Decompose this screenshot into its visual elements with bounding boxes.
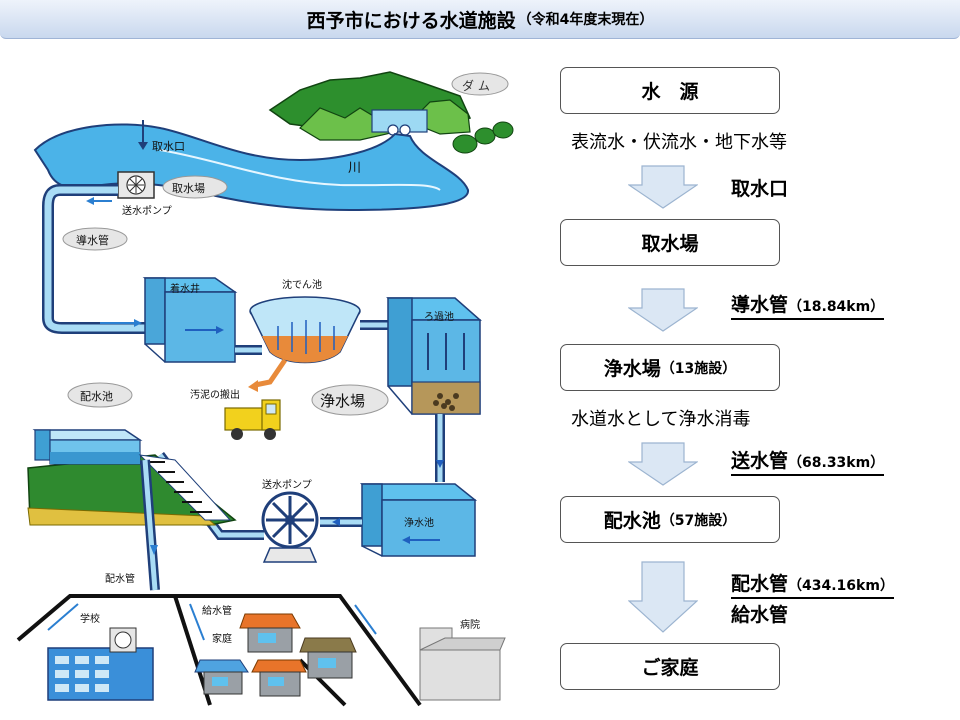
distribution-flow-label: 配水管（434.16km） [731, 573, 894, 599]
sludge-transport: 汚泥の搬出 [190, 358, 288, 440]
flow-reservoir-box: 配水池（57施設） [560, 496, 780, 543]
clear-water-basin: 浄水池 [359, 483, 478, 557]
school-label: 学校 [80, 612, 100, 625]
flow-arrow-2 [628, 288, 698, 332]
flow-plant-count: （13施設） [660, 360, 737, 377]
sedimentation-label: 沈でん池 [282, 278, 322, 291]
flow-reservoir: 配水池 [603, 510, 661, 532]
pump-1-label: 送水ポンプ [122, 204, 172, 217]
receiving-well-label: 着水井 [170, 282, 200, 295]
transmission-flow-label: 送水管（68.33km） [731, 450, 885, 476]
transmission-name: 送水管 [731, 450, 789, 472]
filter-basin: ろ過池 [386, 297, 482, 415]
flow-intake-station-box: 取水場 [560, 219, 780, 266]
conduit-label: 導水管 [76, 233, 109, 247]
flow-arrow-1 [628, 165, 698, 209]
plant-note: 水道水として浄水消毒 [571, 409, 751, 430]
receiving-well: 着水井 [142, 277, 238, 363]
service-name: 給水管 [731, 604, 789, 626]
homes: 給水管 家庭 [194, 604, 357, 697]
flow-arrow-4 [628, 561, 698, 633]
distribution-reservoir: 配水池 [27, 382, 237, 526]
sludge-label: 汚泥の搬出 [190, 388, 240, 401]
conduit-flow-label: 導水管（18.84km） [731, 294, 885, 320]
intake-port-flow-label: 取水口 [731, 178, 789, 200]
river-label: 川 [348, 161, 361, 176]
flow-source-box: 水 源 [560, 67, 780, 114]
flow-reservoir-count: （57施設） [660, 512, 737, 529]
intake-station-label: 取水場 [172, 182, 205, 195]
dam-illustration: ダ ム [268, 71, 514, 154]
filter-basin-label: ろ過池 [424, 310, 454, 323]
distribution-length: （434.16km） [788, 578, 894, 594]
hospital-label: 病院 [460, 618, 480, 631]
sedimentation-basin: 沈でん池 [249, 278, 361, 364]
service-flow-label: 給水管 [731, 600, 788, 627]
treatment-plant-label: 浄水場 [320, 392, 365, 410]
title-bar: 西予市における水道施設 （令和4年度末現在） [0, 0, 960, 39]
treatment-plant-bubble [311, 384, 389, 416]
intake-port-label: 取水口 [152, 140, 185, 153]
source-note: 表流水・伏流水・地下水等 [571, 132, 787, 153]
pump-2: 送水ポンプ [261, 478, 319, 563]
clear-water-label: 浄水池 [404, 516, 434, 529]
home-label: 家庭 [212, 632, 232, 645]
page-subtitle: （令和4年度末現在） [517, 12, 654, 28]
service-pipe-label: 給水管 [202, 604, 232, 617]
distribution-name: 配水管 [731, 573, 789, 595]
dam-label: ダ ム [462, 78, 490, 93]
conduit-length: （18.84km） [788, 299, 885, 315]
distribution-pipe-label: 配水管 [105, 572, 135, 585]
reservoir-label: 配水池 [80, 390, 113, 403]
page-title: 西予市における水道施設 [306, 9, 516, 32]
pump-2-label: 送水ポンプ [262, 478, 312, 491]
flow-home: ご家庭 [641, 657, 699, 679]
flow-plant: 浄水場 [603, 358, 661, 380]
flow-arrow-3 [628, 442, 698, 486]
transmission-length: （68.33km） [788, 455, 885, 471]
water-system-illustration: ダ ム 川 取水口 取水場 送水ポンプ 導水管 着水井 [16, 71, 514, 707]
flow-source: 水 源 [641, 81, 699, 103]
flow-intake-station: 取水場 [641, 233, 699, 255]
intake-port-text: 取水口 [731, 174, 788, 201]
conduit-pipe: 導水管 [42, 184, 150, 334]
conduit-name: 導水管 [731, 294, 789, 316]
school: 学校 [47, 612, 154, 701]
flow-plant-box: 浄水場（13施設） [560, 344, 780, 391]
flow-home-box: ご家庭 [560, 643, 780, 690]
intake-station: 取水場 送水ポンプ [86, 171, 228, 217]
hospital: 病院 [419, 618, 506, 701]
